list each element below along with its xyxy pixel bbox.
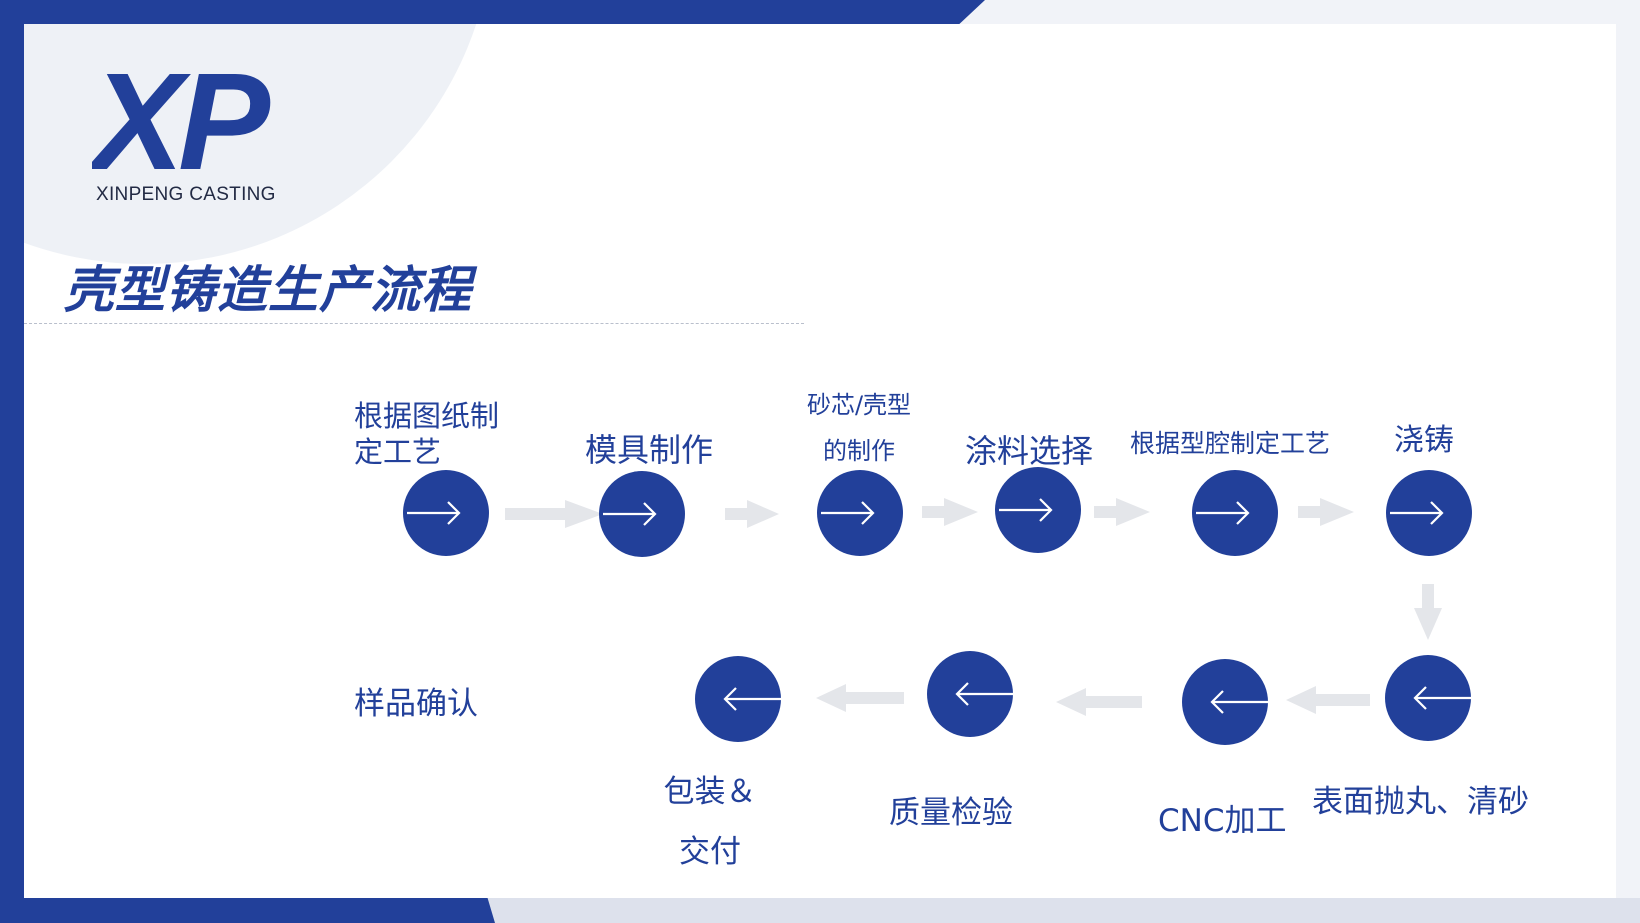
connector-arrow-left bbox=[1286, 686, 1370, 714]
step-label-10-line2: 交付 bbox=[679, 834, 741, 870]
step-label-7: 表面抛丸、清砂 bbox=[1312, 784, 1529, 820]
step-label-8: CNC加工 bbox=[1158, 803, 1287, 839]
bottom-light-band bbox=[480, 898, 1640, 923]
step-label-1-line1: 根据图纸制 bbox=[354, 399, 500, 433]
step-node-2 bbox=[599, 471, 685, 557]
connector-arrow-right bbox=[922, 498, 978, 526]
step-node-8 bbox=[1182, 659, 1268, 745]
step-label-9: 质量检验 bbox=[889, 795, 1013, 831]
arrow-right-icon bbox=[1196, 501, 1250, 525]
step-label-11: 样品确认 bbox=[354, 686, 478, 722]
arrow-right-icon bbox=[821, 501, 875, 525]
logo-subtitle: XINPENG CASTING bbox=[96, 184, 276, 205]
step-label-3: 砂芯/壳型 的制作 bbox=[799, 382, 919, 474]
step-label-3-line2: 的制作 bbox=[823, 437, 895, 465]
connector-arrow-right bbox=[1094, 498, 1150, 526]
connector-arrow-right bbox=[505, 500, 603, 528]
logo-text: XP bbox=[92, 57, 271, 177]
step-label-3-line1: 砂芯/壳型 bbox=[806, 391, 912, 419]
arrow-right-icon bbox=[603, 502, 657, 526]
step-label-10: 包装＆ 交付 bbox=[657, 762, 763, 882]
step-node-9 bbox=[927, 651, 1013, 737]
arrow-left-icon bbox=[955, 682, 1013, 706]
slide-card bbox=[24, 24, 1616, 898]
step-label-2: 模具制作 bbox=[585, 431, 714, 469]
connector-arrow-down bbox=[1414, 584, 1442, 640]
xp-logo: XP bbox=[92, 57, 277, 177]
step-label-4: 涂料选择 bbox=[965, 432, 1094, 470]
step-label-6: 浇铸 bbox=[1394, 423, 1454, 458]
connector-arrow-left bbox=[816, 684, 904, 712]
arrow-left-icon bbox=[1413, 686, 1471, 710]
step-node-10 bbox=[695, 656, 781, 742]
step-node-4 bbox=[995, 467, 1081, 553]
arrow-right-icon bbox=[407, 501, 461, 525]
top-accent-band bbox=[0, 0, 985, 24]
step-node-7 bbox=[1385, 655, 1471, 741]
bottom-accent-band bbox=[0, 898, 495, 923]
arrow-right-icon bbox=[999, 498, 1053, 522]
step-label-1-line2: 定工艺 bbox=[354, 435, 442, 469]
connector-arrow-left bbox=[1056, 688, 1142, 716]
left-accent-band bbox=[0, 0, 24, 923]
arrow-left-icon bbox=[723, 687, 781, 711]
arrow-left-icon bbox=[1210, 690, 1268, 714]
step-label-1: 根据图纸制 定工艺 bbox=[354, 398, 499, 470]
step-node-6 bbox=[1386, 470, 1472, 556]
step-label-10-line1: 包装＆ bbox=[663, 774, 757, 810]
title-divider bbox=[24, 323, 804, 324]
step-node-1 bbox=[403, 470, 489, 556]
connector-arrow-right bbox=[1298, 498, 1354, 526]
arrow-right-icon bbox=[1390, 501, 1444, 525]
step-node-3 bbox=[817, 470, 903, 556]
step-node-5 bbox=[1192, 470, 1278, 556]
page-title: 壳型铸造生产流程 bbox=[64, 261, 472, 319]
connector-arrow-right bbox=[725, 500, 779, 528]
step-label-5: 根据型腔制定工艺 bbox=[1130, 429, 1331, 458]
